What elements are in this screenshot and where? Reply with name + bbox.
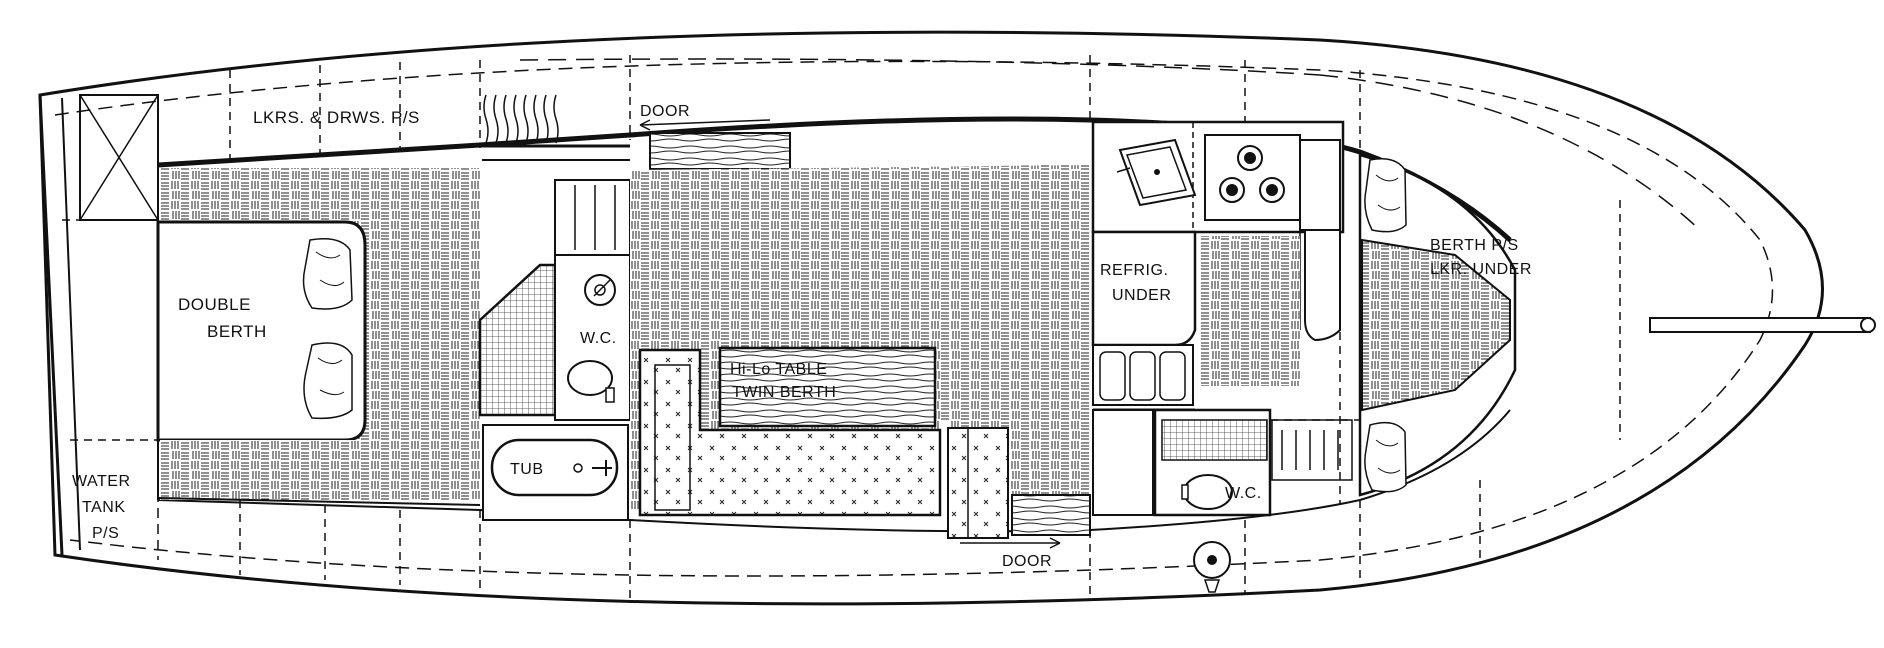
transom-inner <box>61 97 81 551</box>
water-tank-label-2: TANK <box>82 499 125 516</box>
hull-inner-line <box>54 60 1774 577</box>
door-bottom-label: DOOR <box>1002 553 1052 570</box>
cabin-wall-bottom <box>157 409 1511 533</box>
double-berth-label-2: BERTH <box>207 322 267 341</box>
hull-deck-line <box>519 58 1701 231</box>
wc-aft-label: W.C. <box>580 330 617 347</box>
tub: TUB <box>482 424 629 521</box>
refrig-label-2: UNDER <box>1112 287 1171 304</box>
hilo-table-label: Hi-Lo TABLE <box>730 361 827 378</box>
galley-sink <box>1116 138 1197 207</box>
door-top-label: DOOR <box>640 103 690 120</box>
stove <box>1204 134 1301 221</box>
fwd-cabin-lines <box>1270 150 1360 505</box>
pillow-fwd-top <box>1364 158 1407 233</box>
berth-ps-label-1: BERTH P/S <box>1430 237 1519 254</box>
pillow-1 <box>302 238 353 310</box>
bow-sprit <box>1649 317 1876 333</box>
pillow-2 <box>303 342 353 420</box>
hull-outline <box>38 30 1824 606</box>
companionway-steps <box>1092 344 1195 516</box>
water-tank-label-3: P/S <box>92 525 119 542</box>
aft-head: W.C. <box>478 179 631 421</box>
dinette: Hi-Lo TABLE TWIN BERTH <box>638 346 1009 539</box>
pillow-fwd-bottom <box>1364 421 1407 493</box>
door-top: DOOR <box>639 103 791 170</box>
transom <box>38 94 64 556</box>
deck-fitting <box>1193 541 1231 593</box>
lockers-drawers-label: LKRS. & DRWS. P/S <box>253 108 420 127</box>
hull <box>38 30 1824 606</box>
twin-berth-label: TWIN BERTH <box>732 384 836 401</box>
water-tank: WATER TANK P/S <box>72 473 131 542</box>
toilet-aft <box>567 360 613 396</box>
galley-floor <box>1200 236 1300 386</box>
v-berth: BERTH P/S LKR. UNDER <box>1358 153 1532 497</box>
tub-label: TUB <box>510 461 544 478</box>
wc-fwd-label: W.C. <box>1225 485 1262 502</box>
shower-grid <box>478 263 557 417</box>
berth-ps-label-2: LKR. UNDER <box>1430 261 1532 278</box>
aft-lower-floor <box>160 440 480 498</box>
water-tank-label-1: WATER <box>72 473 131 490</box>
refrig-label-1: REFRIG. <box>1100 262 1168 279</box>
locker-dividers <box>229 55 1621 600</box>
forward-head: W.C. <box>1153 408 1353 517</box>
door-bottom: DOOR <box>960 494 1091 570</box>
hanging-locker <box>482 94 630 161</box>
v-berth-floor <box>1361 238 1511 412</box>
double-berth: DOUBLE BERTH <box>156 220 367 442</box>
double-berth-label-1: DOUBLE <box>178 295 251 314</box>
